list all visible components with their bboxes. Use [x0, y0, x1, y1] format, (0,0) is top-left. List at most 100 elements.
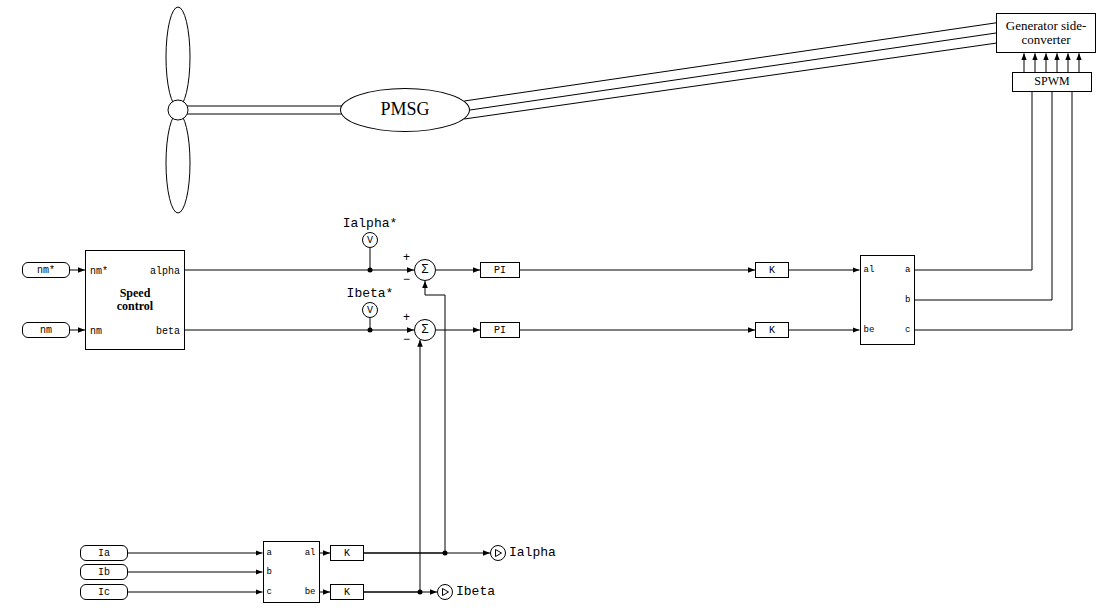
abc-to-alphabeta-block-text: c: [267, 588, 272, 598]
input-terminal: nm: [22, 322, 70, 338]
probe-symbol: [496, 550, 502, 557]
voltmeter-probe-text: V: [367, 305, 373, 316]
sum-junction-text: −: [403, 333, 410, 346]
signal-wire: [320, 592, 331, 593]
input-terminal-text: nm*: [37, 265, 55, 276]
sum-junction-text: +: [403, 251, 410, 264]
abc-to-alphabeta-block-text: a: [267, 549, 272, 559]
input-terminal: Ia: [80, 545, 128, 561]
voltmeter-probe-text: Ialpha*: [343, 217, 398, 231]
gain-block-text: K: [769, 265, 775, 276]
gain-block: K: [755, 322, 789, 338]
pi-controller: PI: [480, 262, 520, 278]
signal-wire: [915, 92, 1033, 270]
probe-symbol: [443, 589, 449, 596]
abc-to-alphabeta-block-text: b: [267, 568, 272, 578]
converter-box: Generator side-converter: [996, 13, 1096, 54]
probe-symbol: [437, 584, 453, 600]
pwm-box: SPWM: [1012, 72, 1092, 92]
turbine-blade: [166, 113, 190, 213]
speed-control-block-text: nm*: [90, 266, 108, 277]
alphabeta-to-abc-block-text: be: [864, 326, 875, 336]
input-terminal-text: Ia: [98, 548, 110, 559]
voltmeter-probe: VIalpha*: [362, 232, 378, 248]
output-probe-text: Ibeta: [456, 585, 495, 599]
signal-wire: [364, 340, 420, 592]
output-probe: Ialpha: [490, 545, 506, 561]
signal-wire: [789, 330, 860, 331]
voltmeter-probe-text: V: [367, 235, 373, 246]
turbine-shaft: [187, 114, 342, 115]
gain-block: K: [755, 262, 789, 278]
speed-control-block-text: Speed control: [104, 287, 166, 313]
input-terminal-text: nm: [40, 325, 52, 336]
signal-wire: [1068, 53, 1069, 72]
pi-controller-text: PI: [494, 265, 506, 276]
gain-block-text: K: [344, 587, 350, 598]
turbine-hub: [168, 100, 188, 120]
speed-control-block: nm* alphaSpeed control nm beta: [85, 250, 185, 350]
probe-stem: [370, 248, 371, 270]
alphabeta-to-abc-block-text: b: [905, 296, 910, 306]
sum-junction: Σ+−: [414, 319, 436, 341]
alphabeta-to-abc-block: al a b be c: [860, 255, 915, 345]
signal-wire: [1057, 53, 1058, 72]
signal-wire: [70, 270, 85, 271]
gain-block: K: [330, 545, 364, 561]
alphabeta-to-abc-block-text: al: [864, 266, 875, 276]
signal-wire: [520, 270, 755, 271]
sum-junction: Σ+−: [414, 259, 436, 281]
signal-wire: [464, 23, 996, 101]
pi-controller: PI: [480, 322, 520, 338]
signal-wire: [464, 43, 996, 119]
signal-wire: [915, 92, 1053, 300]
signal-wire: [128, 592, 263, 593]
abc-to-alphabeta-block-text: be: [305, 588, 316, 598]
turbine-blade: [166, 7, 190, 107]
signal-wire: [70, 330, 85, 331]
sum-junction-text: Σ: [421, 323, 428, 336]
signal-wire: [128, 553, 263, 554]
signal-wire: [1024, 53, 1025, 72]
sum-junction-text: −: [403, 273, 410, 286]
gain-block-text: K: [769, 325, 775, 336]
alphabeta-to-abc-block-text: c: [905, 326, 910, 336]
voltmeter-probe-text: Ibeta*: [347, 287, 394, 301]
signal-wire: [128, 572, 263, 573]
input-terminal-text: Ic: [98, 587, 110, 598]
output-probe: Ibeta: [437, 584, 453, 600]
voltmeter-probe: VIbeta*: [362, 302, 378, 318]
signal-wire: [436, 270, 480, 271]
input-terminal: nm*: [22, 262, 70, 278]
alphabeta-to-abc-block-text: a: [905, 266, 910, 276]
generator-ellipse: PMSG: [340, 88, 470, 132]
gain-block-text: K: [344, 548, 350, 559]
signal-wire: [915, 92, 1073, 330]
signal-wire: [1046, 53, 1047, 72]
speed-control-block-text: alpha: [150, 266, 180, 277]
signal-wire: [185, 330, 414, 331]
sum-junction-text: +: [403, 311, 410, 324]
signal-wire: [320, 553, 331, 554]
speed-control-block-text: nm: [90, 326, 102, 337]
input-terminal-text: Ib: [98, 567, 110, 578]
signal-wire: [470, 33, 996, 110]
sum-junction-text: Σ: [421, 263, 428, 276]
converter-box-text: Generator side-converter: [1001, 19, 1091, 48]
abc-to-alphabeta-block: abc al be: [263, 541, 320, 603]
signal-wire: [436, 330, 480, 331]
pwm-box-text: SPWM: [1034, 75, 1069, 88]
input-terminal: Ib: [80, 564, 128, 580]
generator-ellipse-text: PMSG: [380, 100, 429, 120]
signal-wire: [185, 270, 414, 271]
signal-wire: [789, 270, 860, 271]
gain-block: K: [330, 584, 364, 600]
signal-wire: [1035, 53, 1036, 72]
abc-to-alphabeta-block-text: al: [305, 549, 316, 559]
speed-control-block-text: beta: [156, 326, 180, 337]
signal-wire: [1079, 53, 1080, 72]
turbine-shaft: [187, 106, 342, 107]
signal-wire: [520, 330, 755, 331]
output-probe-text: Ialpha: [509, 546, 556, 560]
